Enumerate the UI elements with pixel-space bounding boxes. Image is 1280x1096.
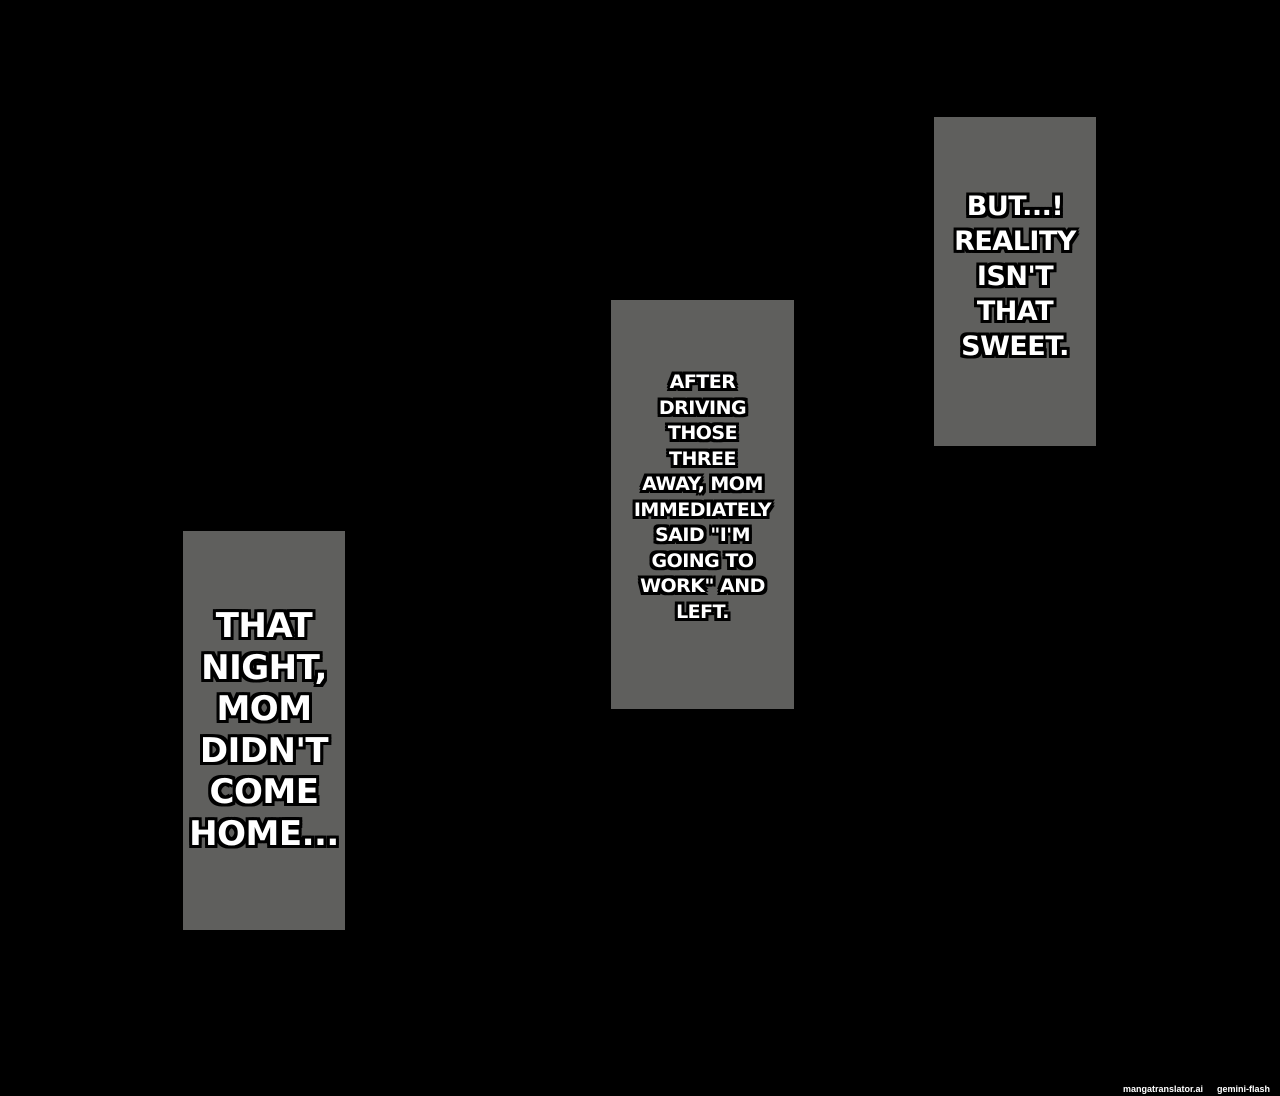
caption-text-that-night: THAT NIGHT, MOM DIDN'T COME HOME... — [189, 606, 339, 854]
caption-text-mom-left: AFTER DRIVING THOSE THREE AWAY, MOM IMME… — [633, 371, 772, 623]
caption-box-mom-left: AFTER DRIVING THOSE THREE AWAY, MOM IMME… — [611, 300, 794, 709]
caption-text-reality: BUT...! REALITY ISN'T THAT SWEET. — [954, 191, 1076, 362]
watermark-site: mangatranslator.ai — [1122, 1084, 1203, 1094]
watermark-model: gemini-flash — [1216, 1084, 1270, 1094]
watermark: mangatranslator.ai gemini-flash — [1123, 1084, 1270, 1094]
caption-box-reality: BUT...! REALITY ISN'T THAT SWEET. — [934, 117, 1096, 446]
caption-box-that-night: THAT NIGHT, MOM DIDN'T COME HOME... — [183, 531, 345, 930]
